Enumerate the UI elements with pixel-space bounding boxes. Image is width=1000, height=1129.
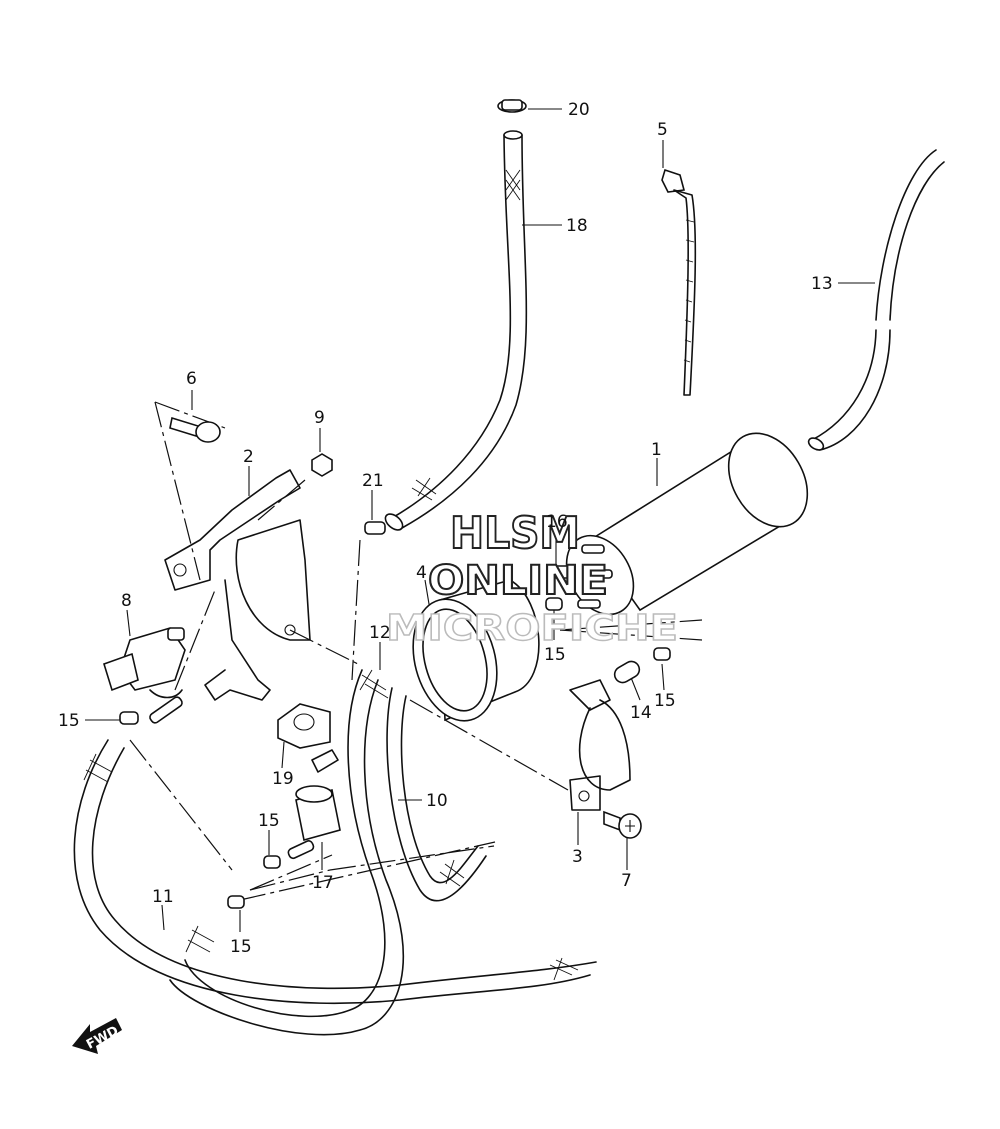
- label-part-15-right: 15: [654, 691, 676, 711]
- label-part-3: 3: [572, 847, 583, 867]
- sleeve-4: [412, 579, 540, 722]
- joint-17: [287, 749, 341, 860]
- clamp-20: [497, 99, 527, 113]
- part-labels: 20 18 5 13 1 6 9 2 21 16 4 8 12 15 15 14…: [58, 100, 833, 957]
- label-part-4: 4: [416, 563, 427, 583]
- clamps-15: [119, 597, 671, 909]
- fwd-arrow-icon: FWD: [72, 1018, 122, 1054]
- label-part-13: 13: [811, 274, 833, 294]
- label-part-5: 5: [657, 120, 668, 140]
- hose-18: [384, 130, 528, 531]
- leader-lines: [85, 108, 875, 932]
- canister-1: [565, 432, 809, 616]
- hose-10: [386, 687, 487, 902]
- cable-tie-5: [661, 168, 697, 396]
- label-part-15-lower: 15: [258, 811, 280, 831]
- cap-14: [613, 660, 641, 684]
- label-part-21: 21: [362, 471, 384, 491]
- label-part-10: 10: [426, 791, 448, 811]
- bracket-2: [164, 469, 311, 701]
- label-part-20: 20: [568, 100, 590, 120]
- watermark-line2: ONLINE: [428, 558, 608, 604]
- label-part-6: 6: [186, 369, 197, 389]
- label-part-15-bottom: 15: [230, 937, 252, 957]
- label-part-12: 12: [369, 623, 391, 643]
- watermark: HLSM ONLINE MICROFICHE: [385, 507, 678, 650]
- clamp-21: [364, 521, 386, 535]
- label-part-15-left: 15: [58, 711, 80, 731]
- screw-7: [603, 810, 642, 839]
- watermark-line3: MICROFICHE: [386, 608, 678, 649]
- label-part-2: 2: [243, 447, 254, 467]
- bolt-6: [169, 416, 221, 443]
- hose-12: [169, 669, 405, 1036]
- label-part-18: 18: [566, 216, 588, 236]
- hose-11: [73, 739, 597, 1005]
- watermark-line1: HLSM: [450, 508, 580, 559]
- label-part-8: 8: [121, 591, 132, 611]
- label-part-15-center: 15: [544, 645, 566, 665]
- bracket-3: [569, 679, 631, 811]
- label-part-7: 7: [621, 871, 632, 891]
- label-part-14: 14: [630, 703, 652, 723]
- label-part-16: 16: [546, 512, 568, 532]
- hose-13: [807, 149, 945, 451]
- label-part-1: 1: [651, 440, 662, 460]
- grommet-19: [277, 703, 331, 749]
- label-part-19: 19: [272, 769, 294, 789]
- clamp-16: [551, 565, 571, 579]
- label-part-17: 17: [312, 873, 334, 893]
- label-part-11: 11: [152, 887, 174, 907]
- valve-8: [103, 627, 186, 724]
- nut-9: [311, 453, 333, 477]
- label-part-9: 9: [314, 408, 325, 428]
